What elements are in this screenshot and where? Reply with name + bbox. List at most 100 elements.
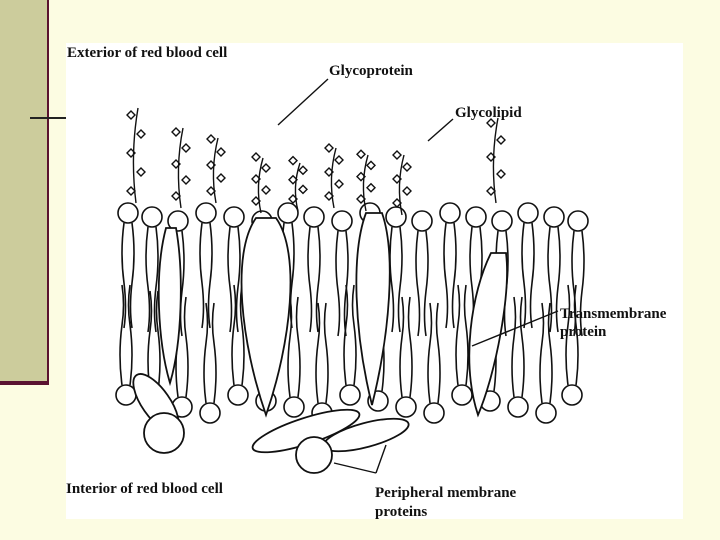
peripheral-protein-globule (295, 436, 333, 474)
sugar-chain (257, 157, 264, 214)
lipid-head (339, 384, 361, 406)
sugar-unit (261, 185, 271, 195)
lipid-tail (565, 284, 579, 386)
sugar-chain (132, 107, 139, 204)
lipid-tail (315, 302, 329, 404)
sugar-unit (356, 171, 366, 182)
peripheral-protein-globule (143, 412, 185, 454)
sugar-unit (206, 134, 216, 144)
lipid-head (227, 384, 249, 406)
lipid-head (283, 396, 305, 418)
lipid-head (195, 202, 217, 224)
lipid-head (561, 384, 583, 406)
lipid-tail (199, 222, 213, 329)
sugar-unit (402, 162, 412, 172)
sugar-unit (171, 159, 181, 169)
sugar-unit (496, 169, 506, 179)
sugar-unit (126, 148, 136, 158)
lipid-tail (343, 284, 357, 386)
sugar-unit (356, 194, 366, 204)
sugar-unit (366, 160, 376, 171)
sugar-chain (492, 117, 499, 204)
lipid-tail (307, 226, 321, 333)
sugar-unit (206, 186, 216, 196)
lipid-tail (443, 222, 457, 329)
sugar-unit (486, 186, 496, 196)
sugar-unit (324, 143, 334, 153)
sugar-unit (496, 135, 506, 145)
lipid-head (543, 206, 565, 228)
glycolipid-leader (427, 118, 454, 142)
sugar-chain (212, 137, 219, 204)
transmembrane-leader (471, 310, 559, 347)
sugar-unit (126, 110, 136, 120)
sugar-unit (324, 191, 334, 201)
sugar-unit (261, 163, 271, 173)
transmembrane-protein (468, 252, 508, 418)
sugar-unit (126, 186, 136, 196)
sugar-unit (136, 129, 146, 139)
peripheral-leader (333, 444, 387, 474)
lipid-head (167, 210, 189, 232)
membrane-illustration (115, 78, 589, 474)
lipid-tail (547, 226, 561, 333)
lipid-tail (521, 222, 535, 329)
sugar-unit (251, 152, 261, 162)
sugar-unit (334, 179, 344, 189)
lipid-head (141, 206, 163, 228)
sugar-unit (366, 182, 376, 193)
sugar-chain (330, 147, 337, 209)
sugar-unit (392, 198, 402, 208)
sugar-unit (298, 165, 308, 176)
lipid-tail (427, 302, 441, 404)
sugar-unit (334, 155, 344, 165)
lipid-tail (145, 226, 159, 333)
sugar-chain (294, 162, 301, 212)
lipid-tail (415, 230, 429, 337)
sugar-unit (216, 173, 226, 183)
lipid-tail (119, 284, 133, 386)
transmembrane-label-line2: protein (560, 324, 607, 340)
sugar-unit (251, 174, 261, 184)
sugar-unit (486, 152, 496, 162)
lipid-head (491, 210, 513, 232)
lipid-head (465, 206, 487, 228)
peripheral-label-line1: Peripheral membrane (375, 485, 517, 501)
lipid-head (223, 206, 245, 228)
exterior-label: Exterior of red blood cell (67, 45, 228, 61)
transmembrane-label-line1: Transmembrane (560, 306, 667, 322)
transmembrane-protein (157, 227, 182, 387)
sugar-unit (356, 149, 366, 160)
glycolipid-label: Glycolipid (455, 105, 522, 121)
sugar-unit (251, 196, 261, 206)
sugar-unit (171, 191, 181, 201)
lipid-tail (227, 226, 241, 333)
lipid-head (395, 396, 417, 418)
lipid-head (117, 202, 139, 224)
sugar-unit (206, 160, 216, 170)
membrane-figure: Exterior of red blood cell Glycoprotein … (66, 43, 683, 520)
lipid-head (535, 402, 557, 424)
lipid-head (567, 210, 589, 232)
lipid-tail (203, 302, 217, 404)
lipid-head (385, 206, 407, 228)
carbohydrate-chains (126, 107, 506, 216)
lipid-head (199, 402, 221, 424)
sugar-unit (392, 150, 402, 160)
lipid-tail (147, 290, 161, 392)
sugar-unit (298, 184, 308, 195)
membrane-proteins (132, 212, 508, 474)
sugar-chain (398, 154, 405, 216)
lipid-tail (455, 284, 469, 386)
lipid-head (331, 210, 353, 232)
lipid-tail (287, 296, 301, 398)
sugar-chain (362, 154, 369, 212)
lipid-tail (231, 284, 245, 386)
sugar-unit (171, 127, 181, 137)
sugar-unit (288, 174, 298, 185)
sugar-unit (402, 186, 412, 196)
lipid-bilayer (115, 202, 589, 424)
sugar-unit (486, 118, 496, 128)
sugar-unit (288, 194, 298, 204)
lipid-tail (511, 296, 525, 398)
